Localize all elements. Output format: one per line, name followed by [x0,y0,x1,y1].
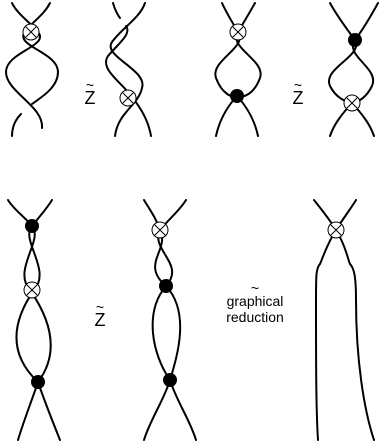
real-crossing [230,89,244,103]
real-crossing [159,279,173,293]
virtual-crossing [119,89,137,107]
strand [11,113,22,137]
panel-4-strands [328,2,379,137]
z-label: Z [292,88,304,108]
equivalence-symbol: ~ Z [90,300,110,329]
strand [15,199,61,441]
tilde-mark: ~ [95,299,105,315]
panel-7-strands [313,199,375,441]
virtual-crossing [23,281,41,299]
strand [215,2,262,137]
strand [109,2,146,137]
reduction-line-2: reduction [226,309,284,325]
real-crossing [25,219,39,233]
tilde-mark: ~ [85,77,95,93]
virtual-crossing [343,94,361,112]
tilde-mark: ~ [250,280,260,296]
z-label: Z [84,88,96,108]
equivalence-symbol: ~ Z [80,78,100,107]
virtual-crossing [327,221,345,239]
virtual-crossing [22,23,40,41]
virtual-crossing [151,221,169,239]
real-crossing [163,373,177,387]
tilde-mark: ~ [293,77,303,93]
panel-6-strands [143,199,197,441]
reduction-line-1: graphical [226,293,284,309]
strand [214,2,259,137]
real-crossing [348,33,362,47]
z-label: Z [94,310,106,330]
strand [112,2,121,19]
panel-3-strands [214,2,262,137]
equivalence-symbol: ~ Z [288,78,308,107]
strand [313,199,375,441]
graphical-reduction-label: ~ graphical reduction [214,280,296,325]
real-crossing [31,375,45,389]
panel-5-strands [7,199,61,441]
strand [105,25,152,137]
strand [328,2,375,137]
strand [22,2,60,105]
strand [329,2,379,137]
strand [4,2,44,129]
panel-1-strands [4,2,60,137]
virtual-crossing [229,23,247,41]
panel-2-strands [105,2,152,137]
